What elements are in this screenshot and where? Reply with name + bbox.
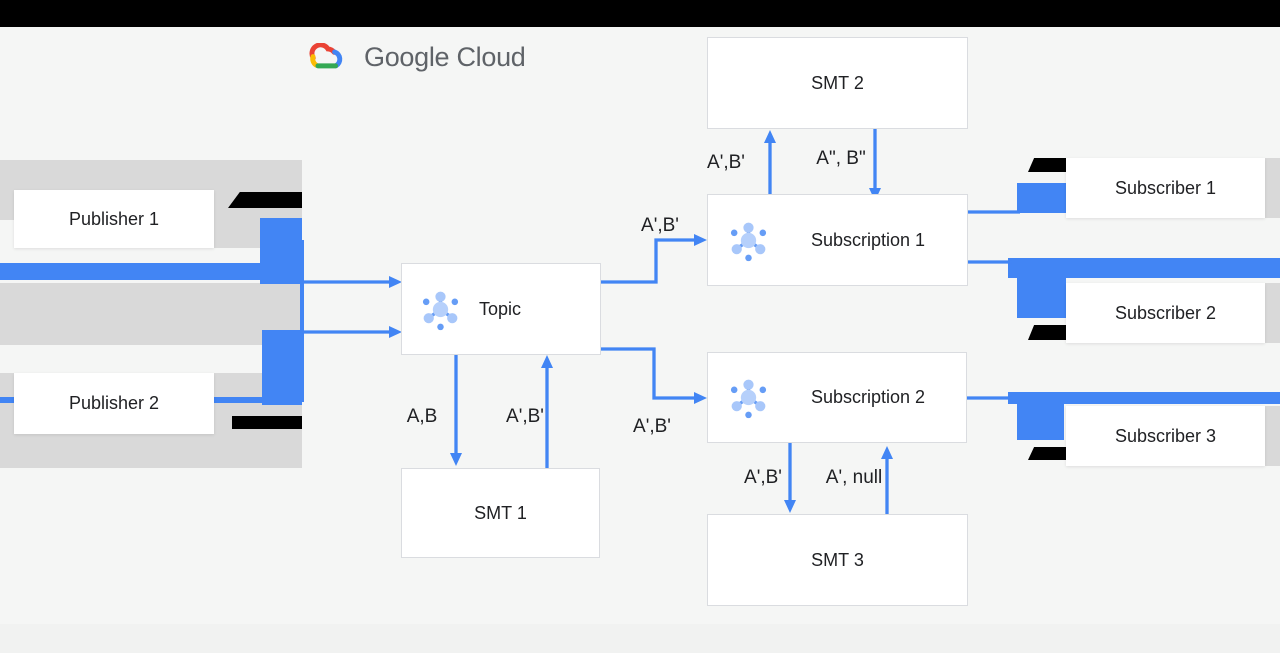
pubsub-topic-icon (422, 291, 459, 330)
decor-black-bar-right-2 (1028, 325, 1066, 340)
edge-label-subscription2-smt3: A',B' (744, 467, 782, 488)
google-cloud-logo: Google Cloud (308, 42, 526, 73)
decor-black-bar-left-1 (228, 192, 302, 208)
decor-gray-band-2 (0, 283, 302, 345)
decor-blue-line-vertical (300, 240, 304, 402)
node-publisher1: Publisher 1 (14, 190, 214, 248)
node-subscriber2-label: Subscriber 2 (1114, 302, 1217, 323)
edge-label-topic-subscription1: A',B' (641, 215, 679, 236)
node-subscriber1: Subscriber 1 (1066, 158, 1265, 218)
decor-blue-block-right-1 (1017, 183, 1066, 213)
decor-blue-band-right-1 (1008, 258, 1280, 278)
decor-blue-block-left-2 (262, 330, 302, 405)
edge-label-topic-subscription2: A',B' (633, 416, 671, 437)
node-subscriber3-label: Subscriber 3 (1114, 425, 1217, 446)
node-smt2: SMT 2 (707, 37, 968, 129)
decor-blue-block-right-2 (1017, 258, 1066, 318)
bottom-strip (0, 624, 1280, 653)
decor-gray-strip-right-3 (1265, 406, 1280, 466)
node-subscriber1-label: Subscriber 1 (1114, 177, 1217, 198)
decor-blue-block-right-3 (1017, 396, 1064, 440)
decor-gray-strip-right-2 (1265, 283, 1280, 343)
edge-label-smt2-subscription1: A", B" (816, 148, 866, 169)
node-publisher1-label: Publisher 1 (68, 208, 160, 229)
top-black-bar (0, 0, 1280, 27)
edge-topic-subscription1 (601, 234, 707, 284)
node-publisher2-label: Publisher 2 (68, 393, 160, 413)
node-smt3: SMT 3 (707, 514, 968, 606)
decor-blue-block-left-1 (260, 218, 302, 284)
edge-label-topic-smt1: A,B (406, 406, 438, 427)
node-smt2-label: SMT 2 (811, 72, 864, 93)
edge-topic-subscription2 (601, 347, 707, 404)
node-subscription2: Subscription 2 (707, 352, 967, 443)
decor-black-bar-right-1 (1028, 158, 1066, 172)
node-subscriber3: Subscriber 3 (1066, 406, 1265, 466)
google-cloud-wordmark: Google Cloud (364, 42, 526, 72)
decor-black-bar-right-3 (1028, 447, 1066, 460)
node-topic-label: Topic (479, 298, 522, 319)
edge-label-subscription1-smt2: A',B' (707, 152, 745, 173)
pubsub-subscription-icon (730, 379, 767, 419)
node-smt3-label: SMT 3 (811, 549, 864, 570)
edge-label-smt3-subscription2: A', null (825, 467, 883, 488)
node-subscription1: Subscription 1 (707, 194, 968, 286)
decor-gray-strip-right-1 (1265, 158, 1280, 218)
decor-blue-band-left (0, 263, 264, 280)
decor-blue-line-pub2-right (214, 397, 262, 403)
edge-label-smt1-topic: A',B' (506, 406, 544, 427)
node-smt1-label: SMT 1 (474, 502, 527, 523)
node-topic: Topic (401, 263, 601, 355)
node-subscription2-label: Subscription 2 (811, 387, 926, 407)
node-subscriber2: Subscriber 2 (1066, 283, 1265, 343)
node-smt1: SMT 1 (401, 468, 600, 558)
pubsub-subscription-icon (730, 222, 767, 261)
decor-blue-band-right-2 (1008, 392, 1280, 404)
decor-blue-line-pub2-left (0, 397, 14, 403)
decor-black-bar-left-2 (232, 416, 302, 429)
node-publisher2: Publisher 2 (14, 373, 214, 434)
google-cloud-icon (309, 43, 343, 69)
node-subscription1-label: Subscription 1 (811, 229, 926, 250)
